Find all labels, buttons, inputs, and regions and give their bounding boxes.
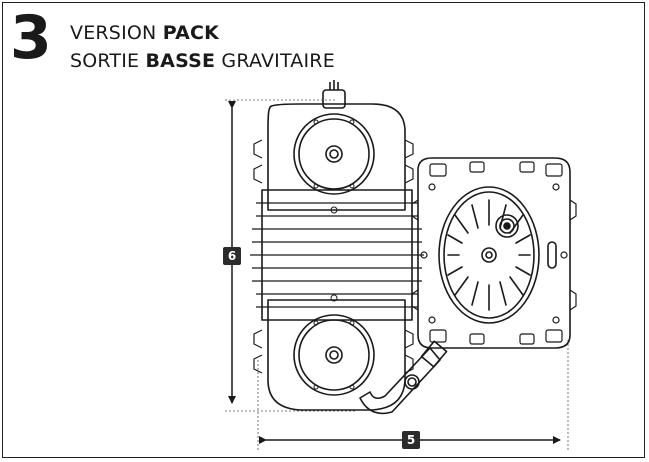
title-line-2-text-a: SORTIE [70, 50, 146, 72]
width-dimension-badge: 5 [402, 431, 420, 449]
step-number: 3 [10, 3, 52, 73]
title-line-2-bold: BASSE [145, 50, 216, 72]
diagram-frame [2, 2, 645, 458]
title-line-1-text: VERSION [70, 22, 163, 44]
title-line-1-bold: PACK [162, 22, 220, 44]
title-line-1: VERSION PACK [70, 22, 219, 44]
title-line-2-text-b: GRAVITAIRE [215, 50, 335, 72]
height-dimension-badge: 6 [223, 247, 241, 265]
extension-lines [225, 99, 569, 452]
title-line-2: SORTIE BASSE GRAVITAIRE [70, 50, 335, 72]
main-tank [250, 80, 424, 411]
outlet-pipe [359, 340, 448, 415]
filter-module [411, 157, 577, 349]
